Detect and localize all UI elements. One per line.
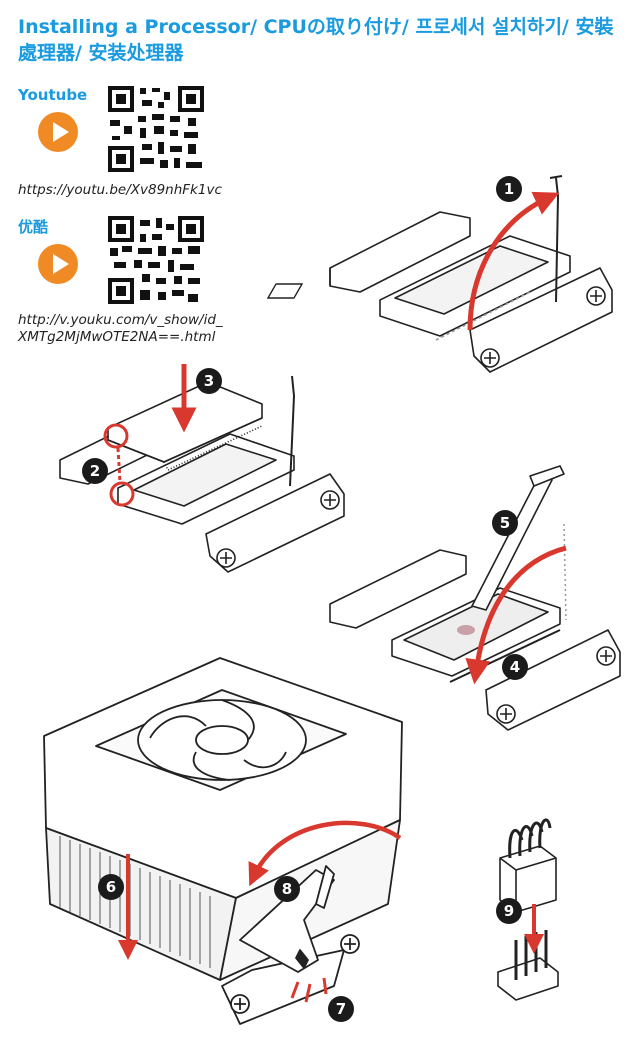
lever-rotate-arrow — [248, 820, 402, 887]
cpu-placement-figure — [59, 375, 345, 573]
step-badge-9: 9 — [496, 898, 522, 924]
step-badge-1: 1 — [496, 176, 522, 202]
lever-open-arrow — [467, 191, 560, 331]
step-badge-8: 8 — [274, 876, 300, 902]
youku-label: 优酷 — [18, 218, 49, 236]
step-badge-4: 4 — [502, 654, 528, 680]
youku-url-line2: XMTg2MjMwOTE2NA==.html — [18, 329, 216, 345]
page-title: Installing a Processor/ CPUの取り付け/ 프로세서 설… — [18, 16, 614, 64]
step-badge-7: 7 — [328, 996, 354, 1022]
step-badge-3: 3 — [196, 368, 222, 394]
youtube-url[interactable]: https://youtu.be/Xv89nhFk1vc — [18, 182, 222, 198]
socket-notch-marker — [109, 481, 135, 507]
youtube-play-icon[interactable] — [38, 112, 78, 152]
socket-open-figure — [267, 175, 613, 373]
cooler-figure — [43, 657, 403, 1025]
youku-url[interactable]: http://v.youku.com/v_show/id_ XMTg2MjMwO… — [18, 312, 223, 346]
step-badge-5: 5 — [492, 510, 518, 536]
socket-close-figure — [329, 465, 621, 731]
step-badge-2: 2 — [82, 458, 108, 484]
youtube-qr-code — [108, 86, 204, 172]
youku-qr-code — [108, 216, 204, 304]
lever-close-arrow — [465, 545, 567, 685]
cpu-notch-marker — [103, 423, 129, 449]
youtube-label: Youtube — [18, 86, 88, 104]
fan-connector-figure — [497, 818, 559, 1001]
step-badge-6: 6 — [98, 874, 124, 900]
thermal-paste-dot — [457, 625, 475, 635]
youku-url-line1: http://v.youku.com/v_show/id_ — [18, 312, 223, 328]
youku-play-icon[interactable] — [38, 244, 78, 284]
